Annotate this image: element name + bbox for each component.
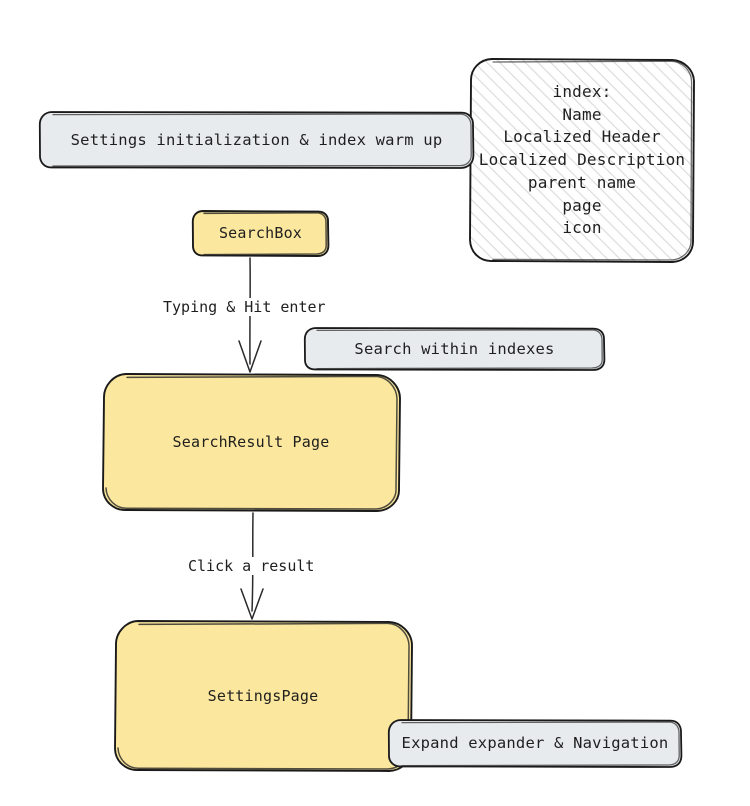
- settingspage-shape: [114, 620, 413, 772]
- node-settingspage[interactable]: SettingsPage: [112, 619, 414, 774]
- edge-label-typing-hit-enter: Typing & Hit enter: [160, 298, 329, 316]
- note-initialization-label: Settings initialization & index warm up: [70, 130, 443, 149]
- edge-label-click-a-result: Click a result: [185, 557, 318, 575]
- index-note-label: index: Name Localized Header Localized D…: [478, 81, 686, 238]
- searchresult-label: SearchResult Page: [172, 433, 330, 452]
- note-search-shape: [303, 327, 606, 371]
- node-searchresult-page[interactable]: SearchResult Page: [100, 372, 402, 514]
- searchbox-label: SearchBox: [218, 223, 303, 242]
- note-expand-label: Expand expander & Navigation: [401, 734, 669, 753]
- note-initialization-shape: [38, 111, 475, 169]
- settingspage-label: SettingsPage: [207, 686, 319, 705]
- searchresult-shape: [102, 373, 401, 512]
- node-searchbox[interactable]: SearchBox: [191, 209, 330, 258]
- note-search-label: Search within indexes: [354, 339, 555, 358]
- note-expand-expander-navigation: Expand expander & Navigation: [387, 718, 683, 769]
- note-settings-initialization: Settings initialization & index warm up: [38, 110, 475, 170]
- index-fields-note: index: Name Localized Header Localized D…: [468, 57, 696, 264]
- index-note-shape: [469, 58, 695, 263]
- note-search-within-indexes: Search within indexes: [303, 326, 606, 372]
- note-expand-shape: [387, 719, 683, 768]
- searchbox-shape: [191, 210, 330, 257]
